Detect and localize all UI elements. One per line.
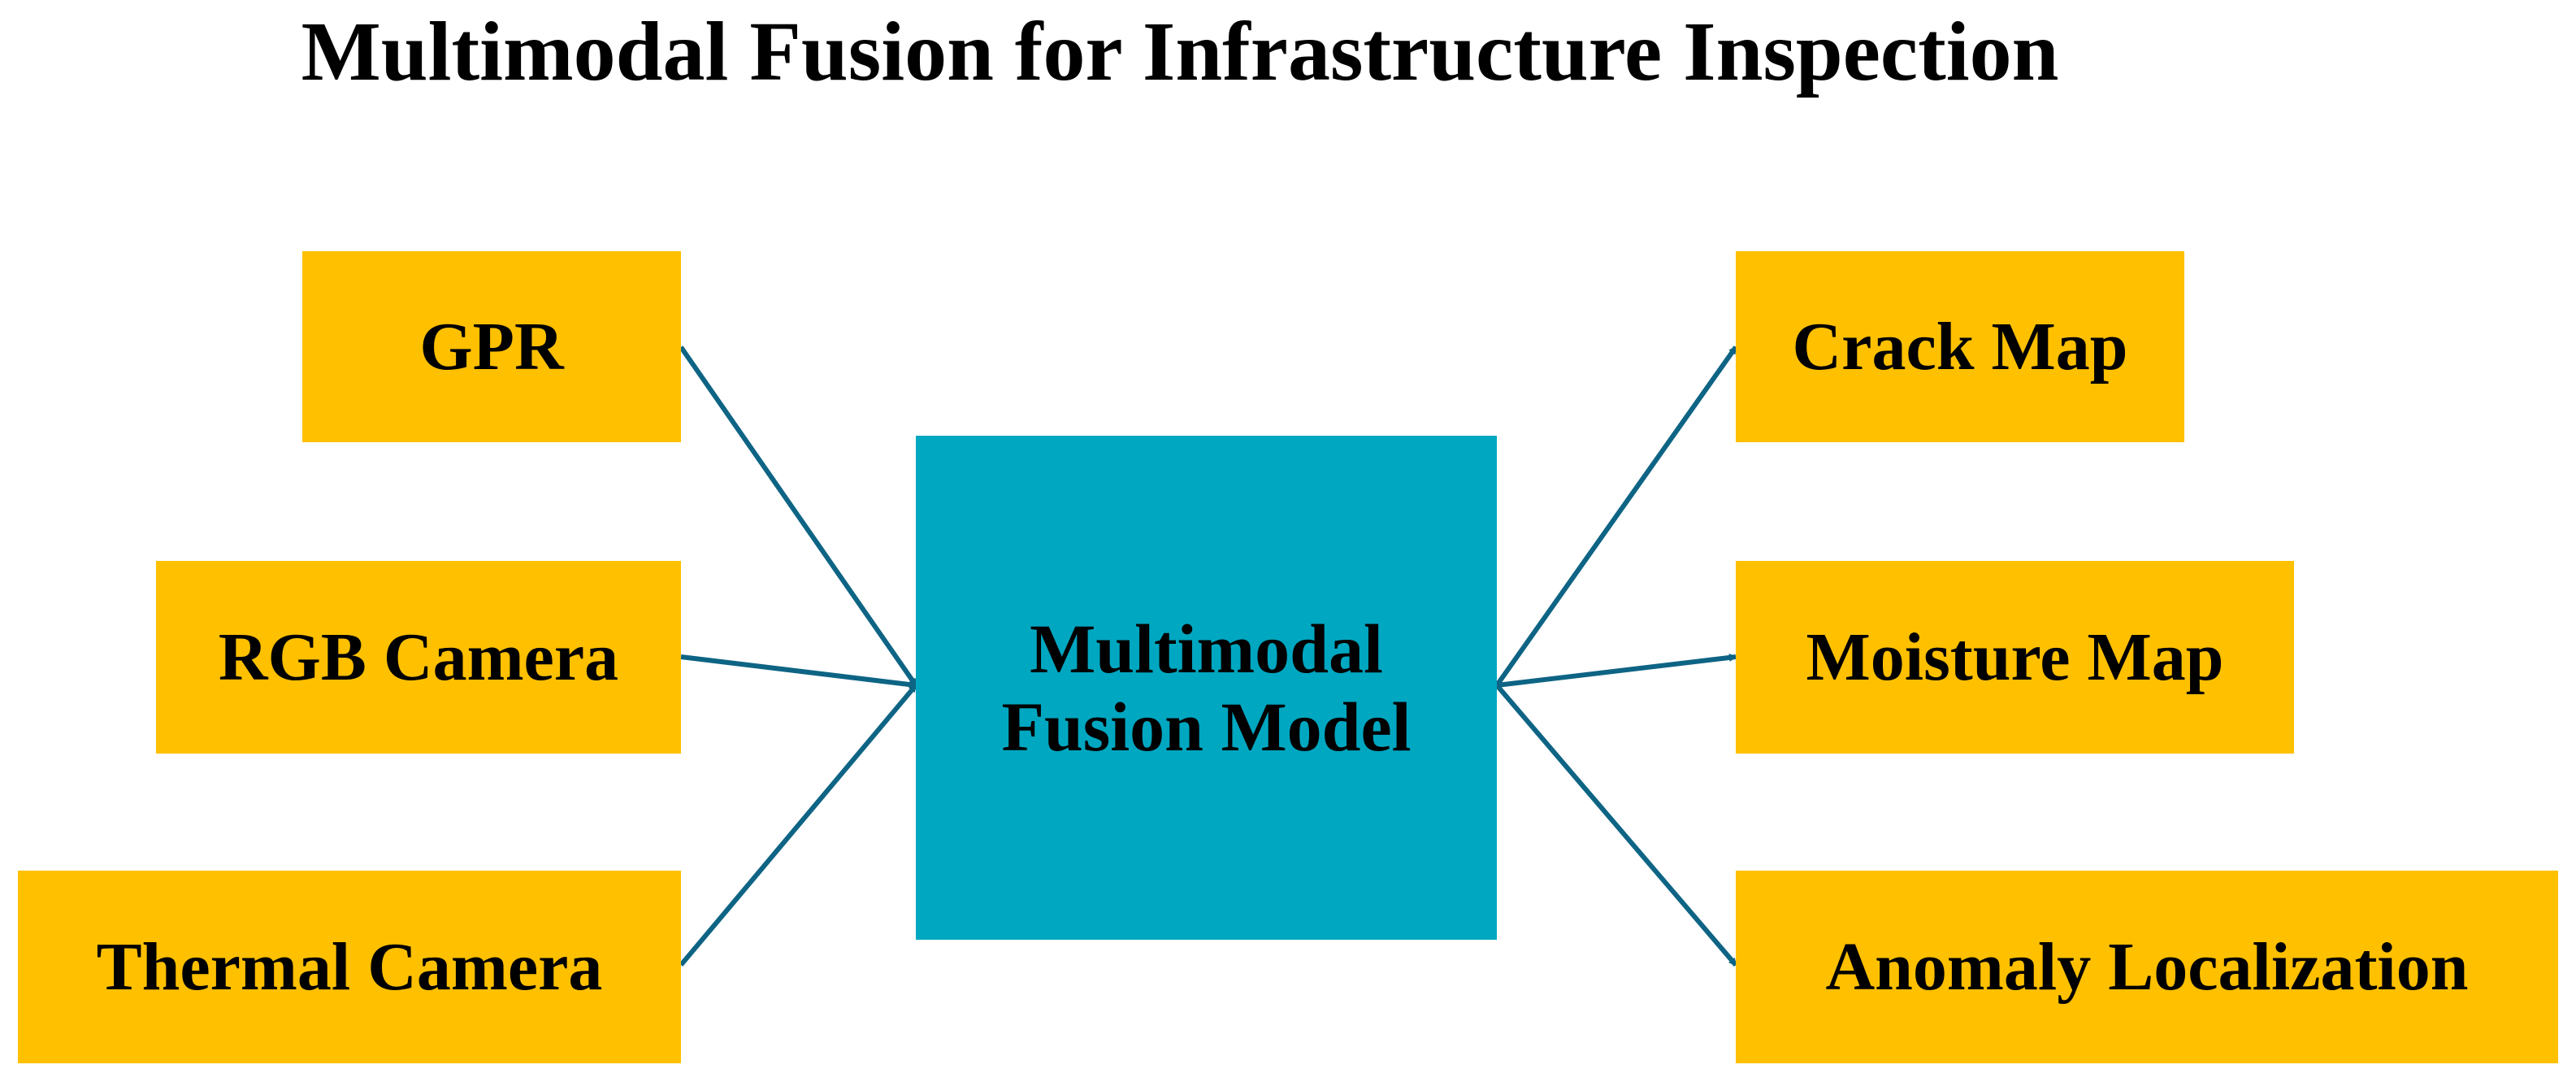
input-rgb-camera-box: RGB Camera xyxy=(156,561,681,754)
output-moisture-map-label: Moisture Map xyxy=(1806,619,2224,695)
fusion-model-label-line1: Multimodal xyxy=(1030,610,1383,688)
output-crack-map-box: Crack Map xyxy=(1736,251,2184,442)
arrow-rgb-to-core xyxy=(680,654,917,689)
arrow-gpr-to-core xyxy=(679,345,918,687)
input-gpr-box: GPR xyxy=(302,251,681,442)
output-moisture-map-box: Moisture Map xyxy=(1736,561,2294,754)
arrow-thermal-to-core xyxy=(679,684,918,967)
arrow-core-to-crack xyxy=(1494,345,1738,687)
output-crack-map-label: Crack Map xyxy=(1792,309,2128,385)
input-gpr-label: GPR xyxy=(419,309,564,385)
diagram-title: Multimodal Fusion for Infrastructure Ins… xyxy=(301,5,2059,98)
arrow-core-to-anomaly xyxy=(1494,684,1738,967)
input-rgb-camera-label: RGB Camera xyxy=(218,619,619,695)
input-thermal-camera-label: Thermal Camera xyxy=(96,929,603,1005)
arrow-core-to-moisture xyxy=(1496,653,1737,688)
fusion-model-box: Multimodal Fusion Model xyxy=(916,436,1497,940)
input-thermal-camera-box: Thermal Camera xyxy=(18,871,681,1063)
fusion-model-label-line2: Fusion Model xyxy=(1001,688,1412,766)
output-anomaly-localization-box: Anomaly Localization xyxy=(1736,871,2558,1063)
output-anomaly-localization-label: Anomaly Localization xyxy=(1825,929,2469,1005)
